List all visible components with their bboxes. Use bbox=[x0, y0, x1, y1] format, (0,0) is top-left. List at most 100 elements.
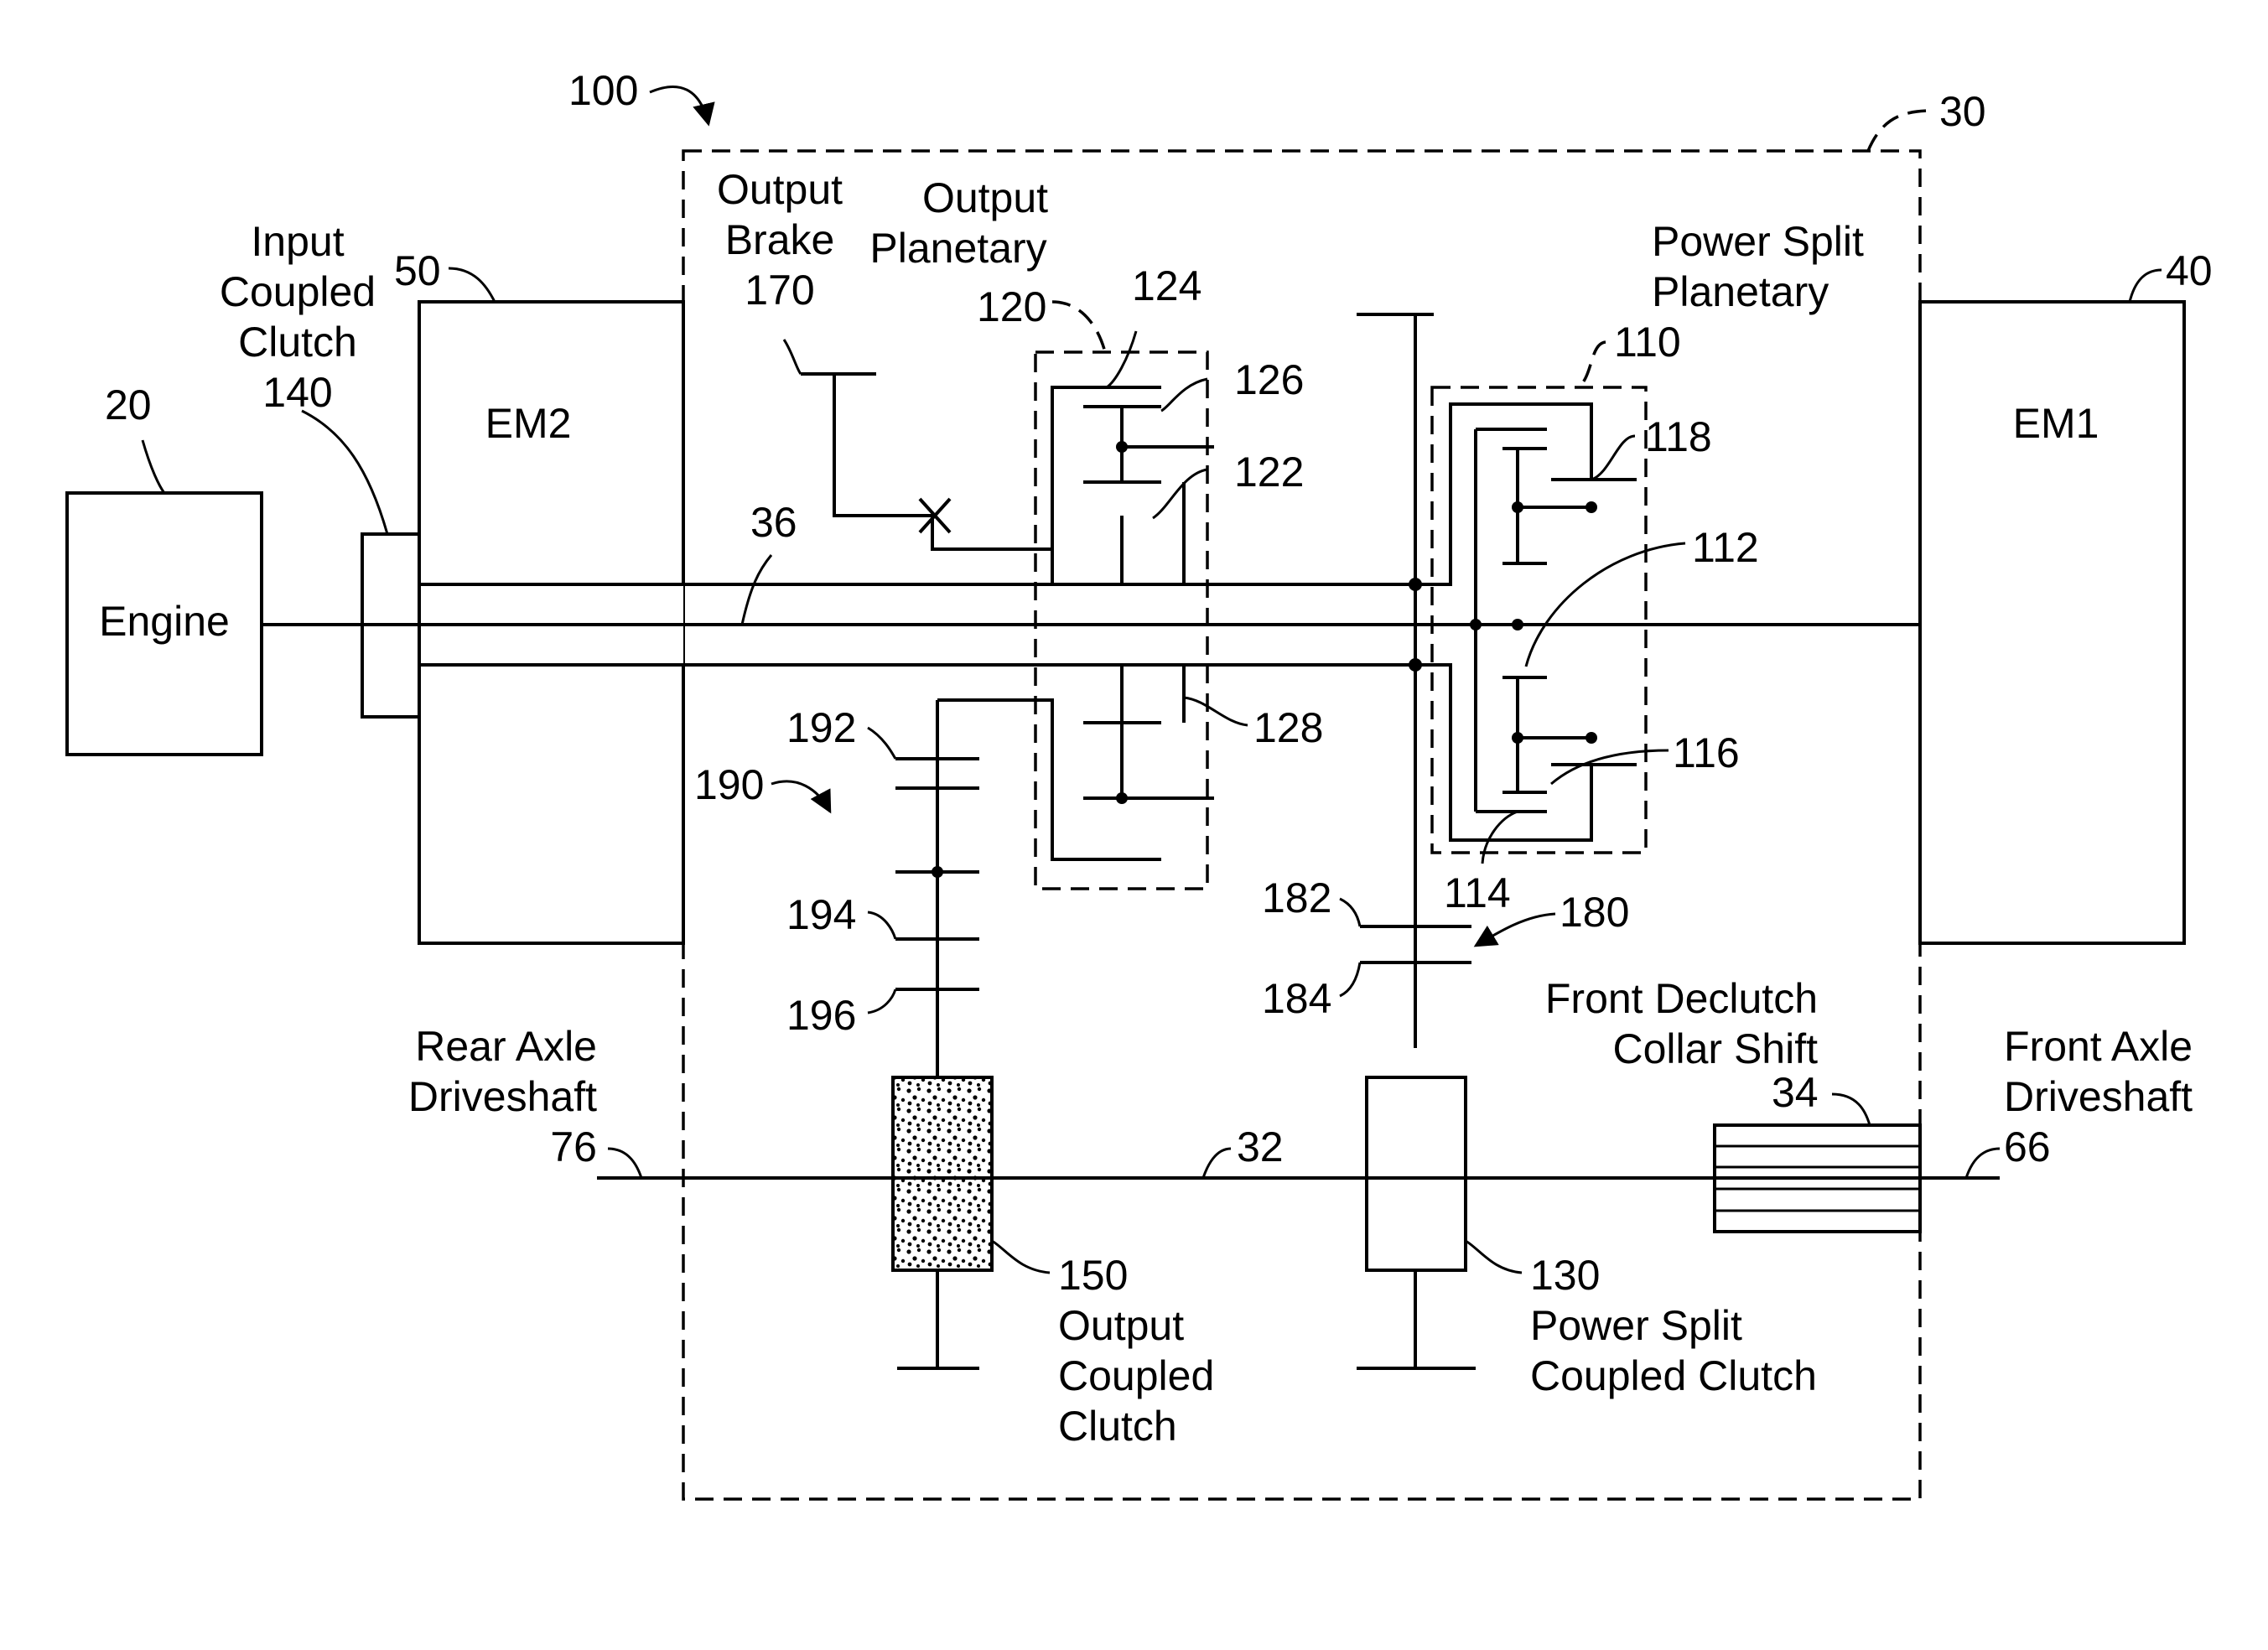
label-output-coupled-line2: Coupled bbox=[1058, 1352, 1214, 1399]
leader-124 bbox=[1107, 331, 1136, 387]
leader-76 bbox=[608, 1149, 641, 1178]
leader-116 bbox=[1551, 750, 1669, 784]
label-ref-126: 126 bbox=[1234, 356, 1304, 403]
gear-train-pin bbox=[932, 866, 943, 878]
label-ref-40: 40 bbox=[2166, 247, 2213, 294]
label-ref-50: 50 bbox=[394, 247, 441, 294]
label-output-brake-line2: Brake bbox=[725, 216, 835, 263]
label-power-split-planetary-line1: Power Split bbox=[1652, 218, 1864, 265]
leader-120 bbox=[1052, 302, 1105, 352]
label-output-planetary-line1: Output bbox=[922, 174, 1048, 221]
label-ref-128: 128 bbox=[1253, 704, 1323, 751]
label-ref-36: 36 bbox=[750, 499, 797, 546]
gear-train-190 bbox=[895, 700, 979, 1077]
label-ref-32: 32 bbox=[1237, 1123, 1284, 1170]
leader-184 bbox=[1340, 962, 1360, 996]
label-ref-30: 30 bbox=[1939, 88, 1986, 135]
power-split-ring bbox=[1476, 429, 1547, 812]
leader-40 bbox=[2130, 270, 2162, 302]
label-output-coupled-ref: 150 bbox=[1058, 1252, 1128, 1299]
label-front-axle-ref: 66 bbox=[2004, 1123, 2051, 1170]
label-ref-196: 196 bbox=[786, 992, 856, 1039]
label-front-declutch-ref: 34 bbox=[1772, 1069, 1819, 1116]
label-output-coupled-line1: Output bbox=[1058, 1302, 1184, 1349]
output-brake-linkage bbox=[801, 374, 1052, 584]
label-power-split-coupled-line1: Power Split bbox=[1530, 1302, 1742, 1349]
power-split-sun-pin-left bbox=[1470, 619, 1482, 630]
label-output-brake-ref: 170 bbox=[745, 267, 814, 314]
leader-122 bbox=[1153, 470, 1207, 518]
label-ref-112: 112 bbox=[1692, 524, 1759, 571]
leader-30 bbox=[1868, 111, 1933, 151]
leader-190 bbox=[771, 781, 830, 812]
label-rear-axle-line2: Driveshaft bbox=[408, 1073, 597, 1120]
label-ref-114: 114 bbox=[1444, 869, 1511, 916]
leader-34 bbox=[1832, 1094, 1870, 1125]
leader-114 bbox=[1482, 812, 1518, 864]
output-planetary-carrier-pin-lower bbox=[1116, 792, 1128, 804]
label-ref-118: 118 bbox=[1645, 413, 1712, 460]
leader-170 bbox=[784, 340, 801, 374]
leader-196 bbox=[868, 989, 895, 1013]
label-input-clutch-line1: Input bbox=[251, 218, 344, 265]
leader-118 bbox=[1591, 436, 1635, 480]
label-ref-20: 20 bbox=[105, 381, 152, 428]
leader-50 bbox=[449, 268, 495, 302]
leader-20 bbox=[143, 440, 164, 493]
label-rear-axle-line1: Rear Axle bbox=[415, 1023, 597, 1070]
leader-112 bbox=[1526, 543, 1685, 667]
output-planetary-lower-gears bbox=[1083, 723, 1214, 798]
output-planetary-upper-gears bbox=[1083, 407, 1214, 482]
power-split-carrier-arms bbox=[1518, 480, 1637, 765]
label-ref-184: 184 bbox=[1262, 975, 1331, 1022]
power-split-pin-1 bbox=[1512, 501, 1523, 513]
leader-130 bbox=[1466, 1241, 1522, 1273]
leader-180 bbox=[1476, 914, 1555, 946]
label-power-split-coupled-ref: 130 bbox=[1530, 1252, 1600, 1299]
power-split-pin-2 bbox=[1586, 501, 1597, 513]
label-ref-194: 194 bbox=[786, 891, 856, 938]
leader-100 bbox=[650, 86, 708, 124]
leader-126 bbox=[1161, 379, 1207, 411]
leader-36 bbox=[742, 555, 771, 625]
leader-140 bbox=[302, 411, 387, 534]
label-output-planetary-ref: 120 bbox=[977, 283, 1046, 330]
em1-label: EM1 bbox=[2013, 400, 2099, 447]
leader-32 bbox=[1203, 1149, 1231, 1178]
label-front-axle-line2: Driveshaft bbox=[2004, 1073, 2193, 1120]
leader-110 bbox=[1576, 342, 1606, 387]
label-front-axle-line1: Front Axle bbox=[2004, 1023, 2193, 1070]
output-planetary-sun-connection bbox=[1122, 482, 1184, 723]
label-input-clutch-line3: Clutch bbox=[238, 319, 357, 366]
power-split-coupled-clutch bbox=[1367, 1077, 1466, 1270]
power-split-pin-3 bbox=[1512, 732, 1523, 744]
leader-66 bbox=[1966, 1149, 2000, 1178]
label-input-clutch-line2: Coupled bbox=[220, 268, 376, 315]
transmission-housing bbox=[683, 151, 1920, 1499]
power-split-sun-pin-right bbox=[1512, 619, 1523, 630]
output-planetary-ring-upper bbox=[1052, 387, 1161, 549]
label-ref-124: 124 bbox=[1132, 262, 1201, 309]
leader-194 bbox=[868, 912, 895, 939]
power-split-input-member bbox=[1357, 314, 1434, 1048]
label-ref-182: 182 bbox=[1262, 874, 1331, 921]
label-rear-axle-ref: 76 bbox=[550, 1123, 597, 1170]
leader-150 bbox=[992, 1241, 1050, 1273]
leader-192 bbox=[868, 728, 895, 759]
label-input-clutch-ref: 140 bbox=[262, 369, 332, 416]
label-front-declutch-line2: Collar Shift bbox=[1612, 1025, 1818, 1072]
label-ref-190: 190 bbox=[694, 761, 764, 808]
label-ref-192: 192 bbox=[786, 704, 856, 751]
label-power-split-planetary-line2: Planetary bbox=[1652, 268, 1829, 315]
label-front-declutch-line1: Front Declutch bbox=[1545, 975, 1818, 1022]
label-ref-116: 116 bbox=[1673, 729, 1740, 776]
label-ref-100: 100 bbox=[568, 67, 638, 114]
power-split-pinions bbox=[1502, 449, 1547, 792]
label-ref-122: 122 bbox=[1234, 449, 1304, 496]
output-coupled-clutch-fill bbox=[895, 1079, 990, 1269]
output-planetary-carrier-pin-upper bbox=[1116, 441, 1128, 453]
label-output-planetary-line2: Planetary bbox=[869, 225, 1046, 272]
label-ref-180: 180 bbox=[1560, 889, 1629, 936]
engine-label: Engine bbox=[99, 598, 230, 645]
